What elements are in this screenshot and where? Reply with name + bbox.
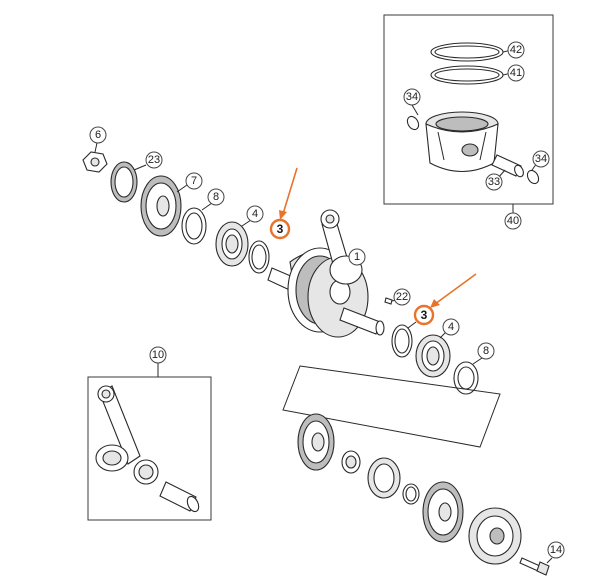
left-side-parts	[82, 142, 270, 274]
svg-text:34: 34	[406, 91, 418, 103]
lower-assembly-bracket	[282, 365, 501, 448]
piston-pin-and-clips	[406, 104, 540, 185]
callout-22[interactable]: 22	[393, 288, 411, 306]
connecting-rod-frame	[87, 363, 212, 521]
svg-text:33: 33	[488, 176, 500, 188]
svg-text:4: 4	[252, 208, 258, 220]
piston-rings	[430, 42, 513, 85]
lower-assembly-parts	[297, 413, 553, 576]
callout-4-left[interactable]: 4	[246, 205, 264, 223]
callout-41[interactable]: 41	[507, 64, 525, 82]
svg-text:22: 22	[396, 291, 408, 303]
callout-42[interactable]: 42	[507, 41, 525, 59]
callout-6[interactable]: 6	[89, 126, 107, 144]
piston	[425, 111, 499, 172]
callout-33[interactable]: 33	[485, 173, 503, 191]
svg-text:14: 14	[550, 544, 562, 556]
callout-34-left[interactable]: 34	[403, 88, 421, 106]
svg-text:34: 34	[535, 153, 547, 165]
callout-3-left[interactable]: 3	[269, 218, 291, 240]
svg-text:23: 23	[148, 154, 160, 166]
callout-3-right[interactable]: 3	[413, 304, 435, 326]
callout-34-right[interactable]: 34	[532, 150, 550, 168]
svg-text:3: 3	[277, 222, 284, 236]
svg-text:40: 40	[507, 215, 519, 227]
callout-8-left[interactable]: 8	[207, 188, 225, 206]
callout-10[interactable]: 10	[149, 346, 167, 364]
crankshaft	[267, 209, 385, 338]
svg-text:42: 42	[510, 44, 522, 56]
svg-text:10: 10	[152, 349, 164, 361]
callout-7[interactable]: 7	[185, 172, 203, 190]
callout-1[interactable]: 1	[348, 248, 366, 266]
highlight-arrow-right	[430, 273, 477, 308]
right-side-parts	[384, 297, 483, 395]
svg-text:8: 8	[483, 345, 489, 357]
svg-text:1: 1	[354, 251, 360, 263]
callout-14[interactable]: 14	[547, 541, 565, 559]
callout-23[interactable]: 23	[145, 151, 163, 169]
piston-assembly-frame	[383, 14, 554, 213]
svg-text:6: 6	[95, 129, 101, 141]
highlight-arrow-left	[279, 167, 298, 220]
svg-text:8: 8	[213, 191, 219, 203]
connecting-rod-small	[95, 385, 200, 513]
callout-4-right[interactable]: 4	[442, 318, 460, 336]
svg-text:7: 7	[191, 175, 197, 187]
svg-text:4: 4	[448, 321, 454, 333]
callout-8-right[interactable]: 8	[477, 342, 495, 360]
svg-text:41: 41	[510, 67, 522, 79]
callout-40[interactable]: 40	[504, 212, 522, 230]
svg-text:3: 3	[421, 308, 428, 322]
